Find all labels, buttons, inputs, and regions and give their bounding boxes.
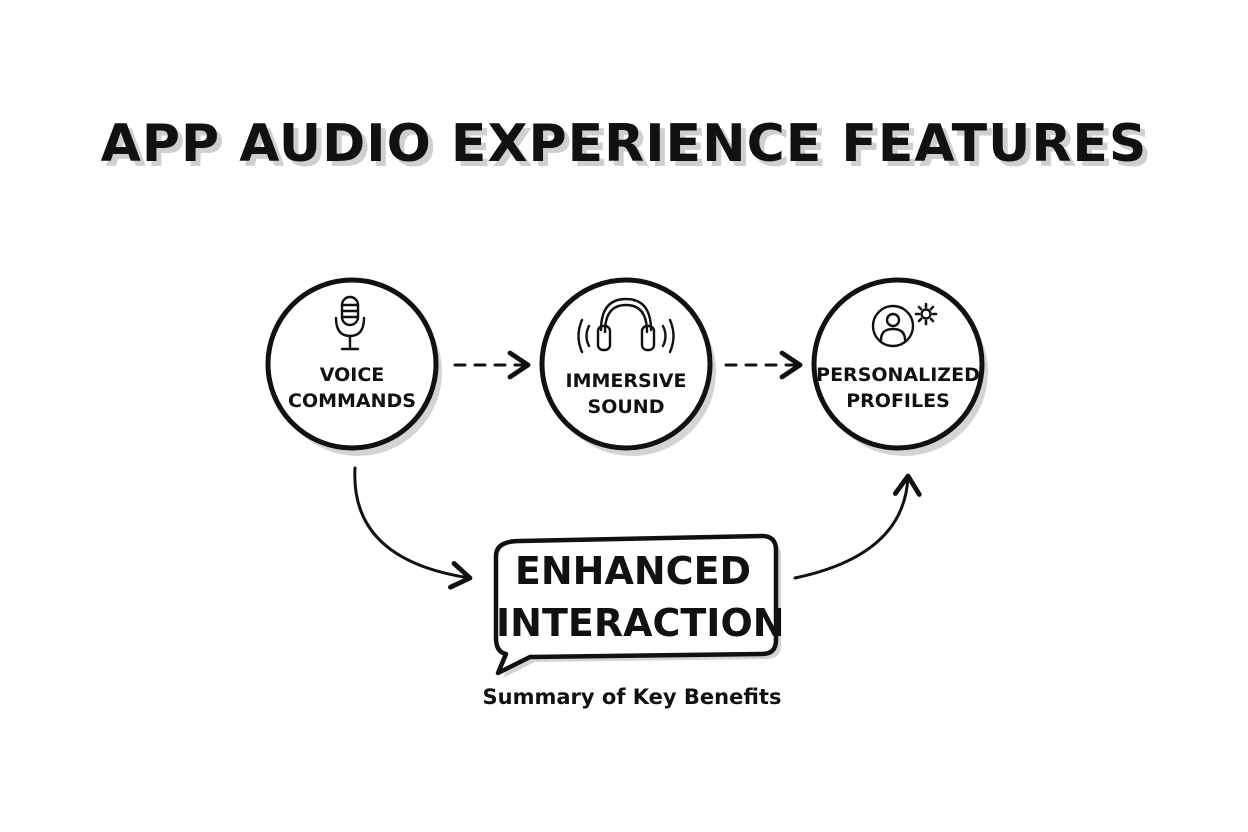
node-circle — [265, 277, 439, 451]
node-circle — [811, 277, 985, 451]
bubble-outline — [493, 533, 779, 676]
node-immersive-sound — [539, 277, 716, 456]
curved-arrow-to-profiles — [793, 473, 922, 580]
summary-bubble — [493, 533, 781, 678]
diagram-title: APP AUDIO EXPERIENCE FEATURES — [100, 114, 1148, 174]
node-circle — [539, 277, 713, 451]
headphones-icon — [577, 297, 675, 354]
curved-arrow-to-summary — [353, 466, 473, 590]
user-settings-icon — [871, 302, 938, 348]
node-personalized-profiles — [811, 277, 988, 456]
microphone-icon — [334, 295, 366, 351]
summary-caption: Summary of Key Benefits — [482, 685, 782, 709]
node-voice-commands — [265, 277, 442, 456]
